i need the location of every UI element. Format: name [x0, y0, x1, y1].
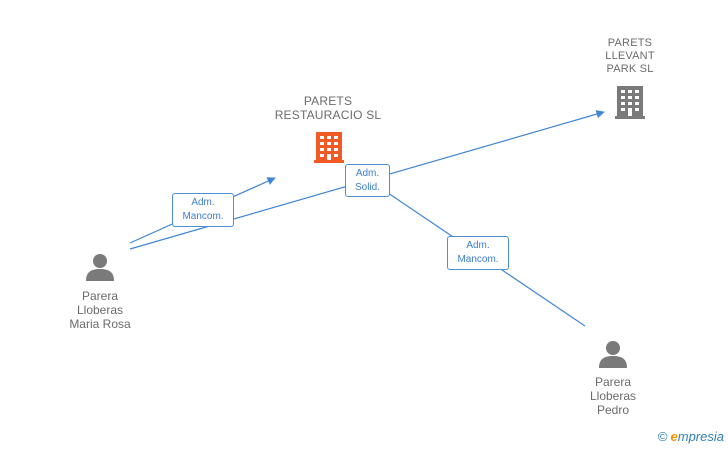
- relation-badge-adm-mancom-pedro[interactable]: Adm. Mancom.: [447, 236, 509, 270]
- building-icon[interactable]: [615, 86, 645, 119]
- person-icon[interactable]: [599, 341, 627, 368]
- company-label-parets-restauracio[interactable]: PARETS RESTAURACIO SL: [274, 94, 382, 122]
- brand-name: mpresia: [677, 429, 724, 444]
- brand-logo-e: e: [670, 429, 678, 444]
- copyright-icon: ©: [657, 429, 668, 444]
- building-icon[interactable]: [314, 132, 344, 163]
- person-label-maria-rosa[interactable]: Parera Lloberas Maria Rosa: [69, 289, 131, 331]
- empresia-watermark: ©empresia: [658, 429, 724, 444]
- person-icon[interactable]: [86, 254, 114, 281]
- company-label-parets-llevant[interactable]: PARETS LLEVANT PARK SL: [605, 37, 655, 75]
- person-label-pedro[interactable]: Parera Lloberas Pedro: [589, 375, 637, 417]
- relation-badge-adm-solid[interactable]: Adm. Solid.: [345, 164, 390, 197]
- relation-badge-adm-mancom[interactable]: Adm. Mancom.: [172, 193, 234, 227]
